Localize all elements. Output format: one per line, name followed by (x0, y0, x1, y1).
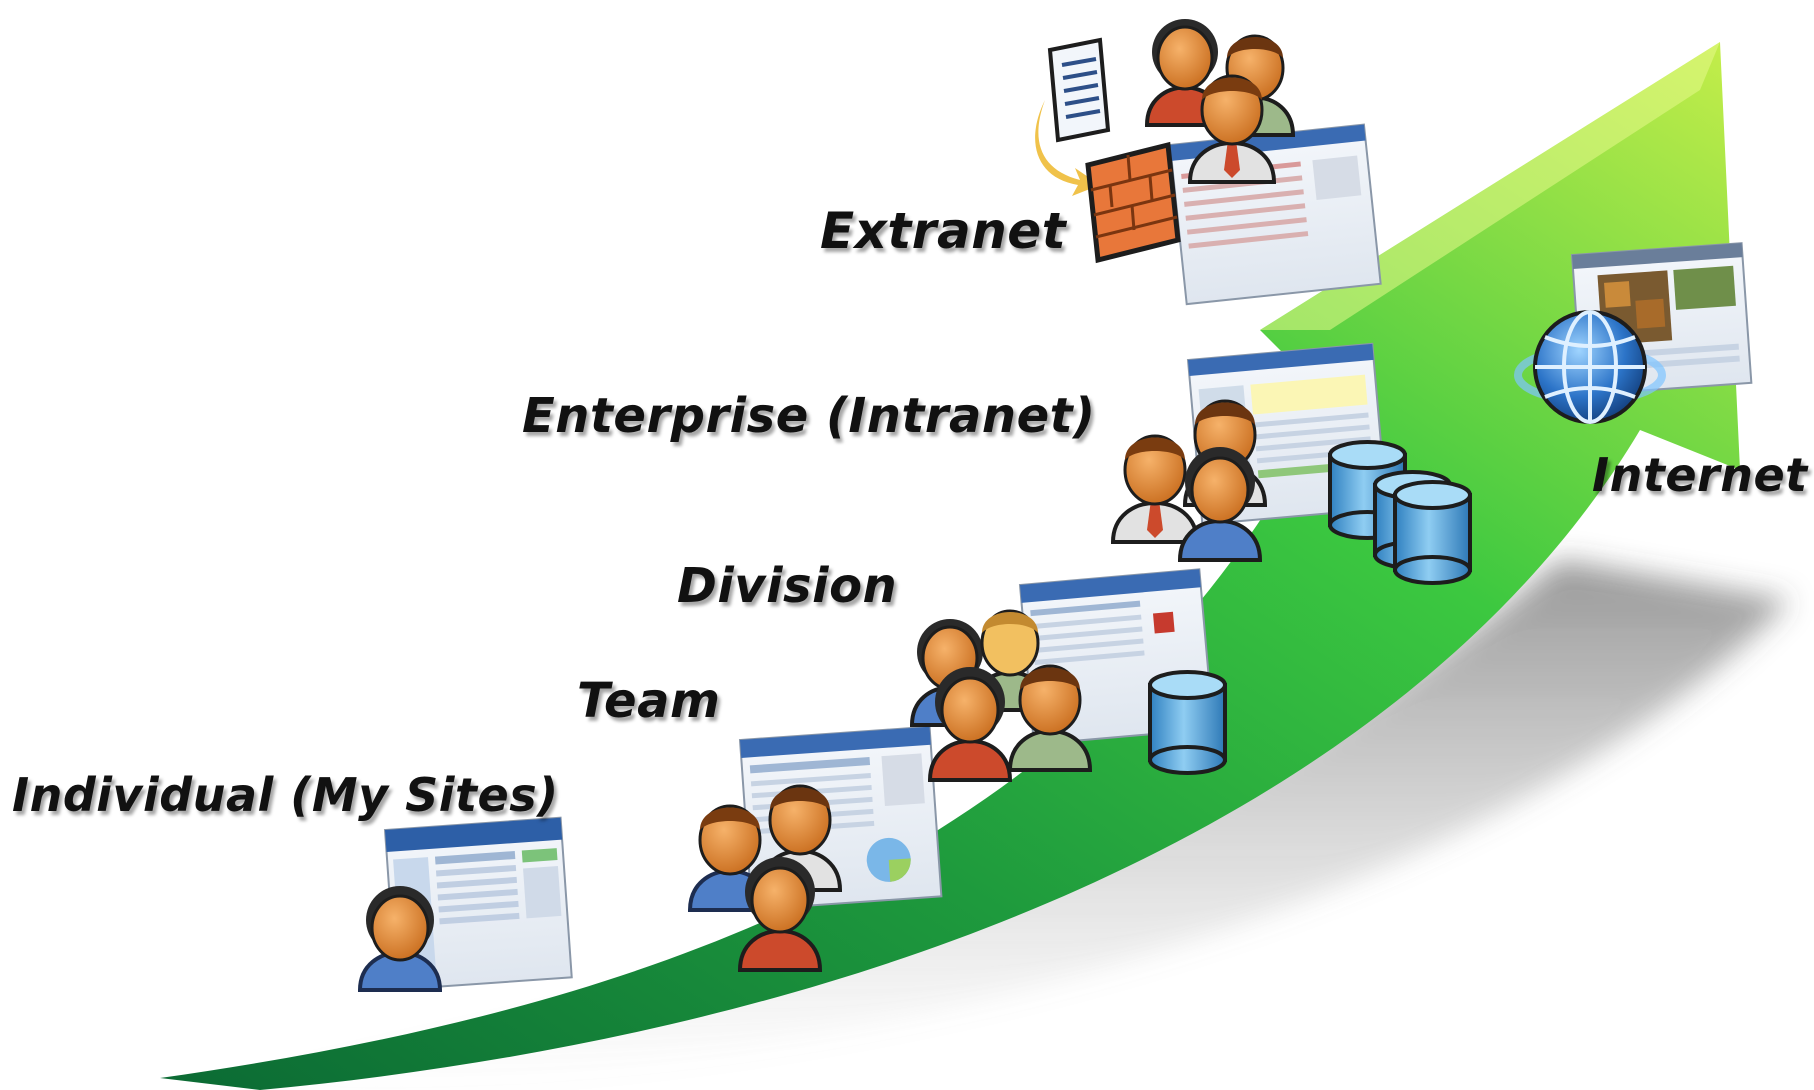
team-person-3 (737, 857, 823, 972)
division-person-3 (927, 667, 1013, 782)
individual-group (357, 816, 573, 992)
enterprise-group (1110, 342, 1472, 585)
extranet-group (1035, 19, 1382, 306)
enterprise-database-3 (1393, 480, 1472, 585)
division-group (909, 568, 1227, 782)
extranet-person-3 (1187, 74, 1277, 184)
document-icon (1047, 37, 1111, 143)
enterprise-person-3 (1177, 447, 1263, 562)
stage-label-team: Team (577, 673, 721, 729)
individual-window (383, 816, 573, 991)
stage-label-extranet: Extranet (820, 202, 1067, 260)
individual-person (357, 886, 443, 992)
stage-label-division: Division (677, 558, 898, 614)
internet-group (1514, 242, 1753, 424)
stage-label-individual: Individual (My Sites) (12, 768, 559, 822)
enterprise-person-2 (1110, 434, 1200, 544)
globe-icon (1514, 310, 1666, 424)
division-person-4 (1007, 664, 1093, 772)
stage-label-internet: Internet (1592, 448, 1808, 502)
transfer-arrow-icon (1035, 100, 1100, 196)
stage-label-enterprise: Enterprise (Intranet) (522, 388, 1096, 444)
firewall-icon (1085, 141, 1181, 264)
division-database (1148, 670, 1227, 775)
team-group (687, 725, 943, 972)
